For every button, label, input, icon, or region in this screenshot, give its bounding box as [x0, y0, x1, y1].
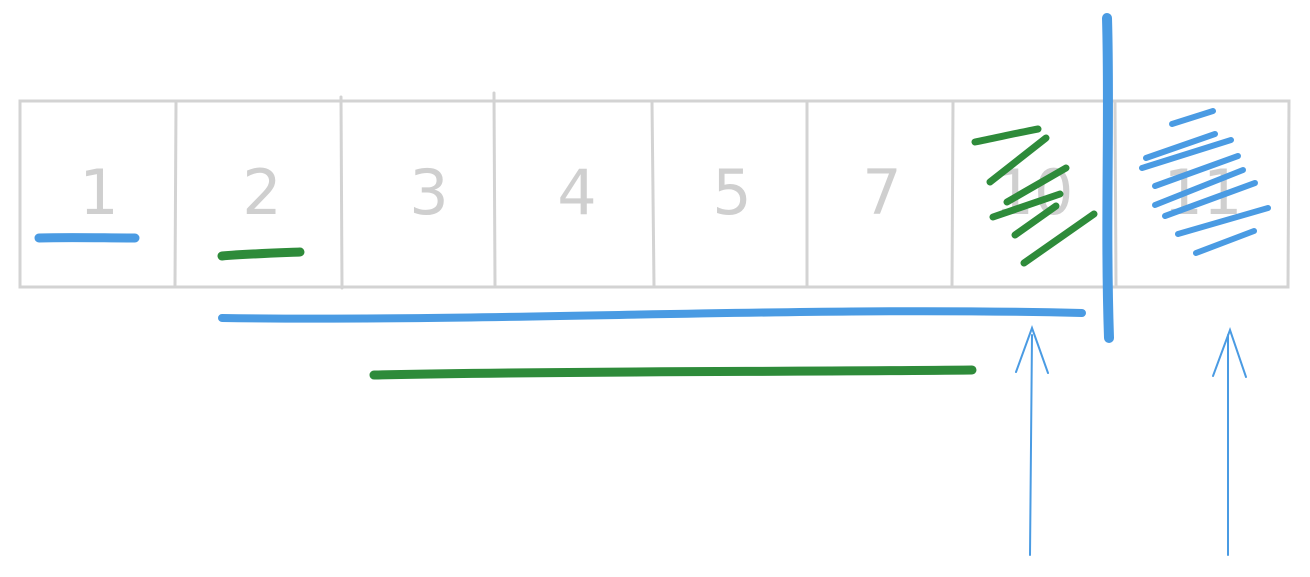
cell-label: 2	[242, 156, 281, 229]
blue-range-line	[218, 307, 1086, 323]
cell-labels: 1 2 3 4 5 7 10 11	[79, 156, 1242, 229]
array-outline	[18, 98, 1291, 289]
cell-divider	[173, 101, 178, 287]
green-hatch-marker	[971, 125, 1098, 267]
green-range-line	[369, 365, 977, 380]
cell-label: 3	[409, 156, 448, 229]
cell-label: 4	[557, 156, 596, 229]
cell-divider	[1113, 100, 1118, 288]
array-grid	[18, 91, 1291, 290]
blue-hatch-marker	[1139, 108, 1271, 256]
blue-partition-line	[1102, 13, 1114, 343]
cell-divider	[492, 91, 497, 287]
green-underline-marker	[217, 247, 305, 261]
cell-divider	[950, 100, 955, 288]
pointer-arrow	[1015, 325, 1049, 556]
cell-divider	[650, 100, 656, 288]
cell-label: 7	[862, 156, 901, 229]
pointer-arrow	[1212, 327, 1247, 556]
cell-label: 1	[79, 156, 118, 229]
cell-divider	[339, 95, 344, 290]
cell-label: 5	[712, 156, 751, 229]
